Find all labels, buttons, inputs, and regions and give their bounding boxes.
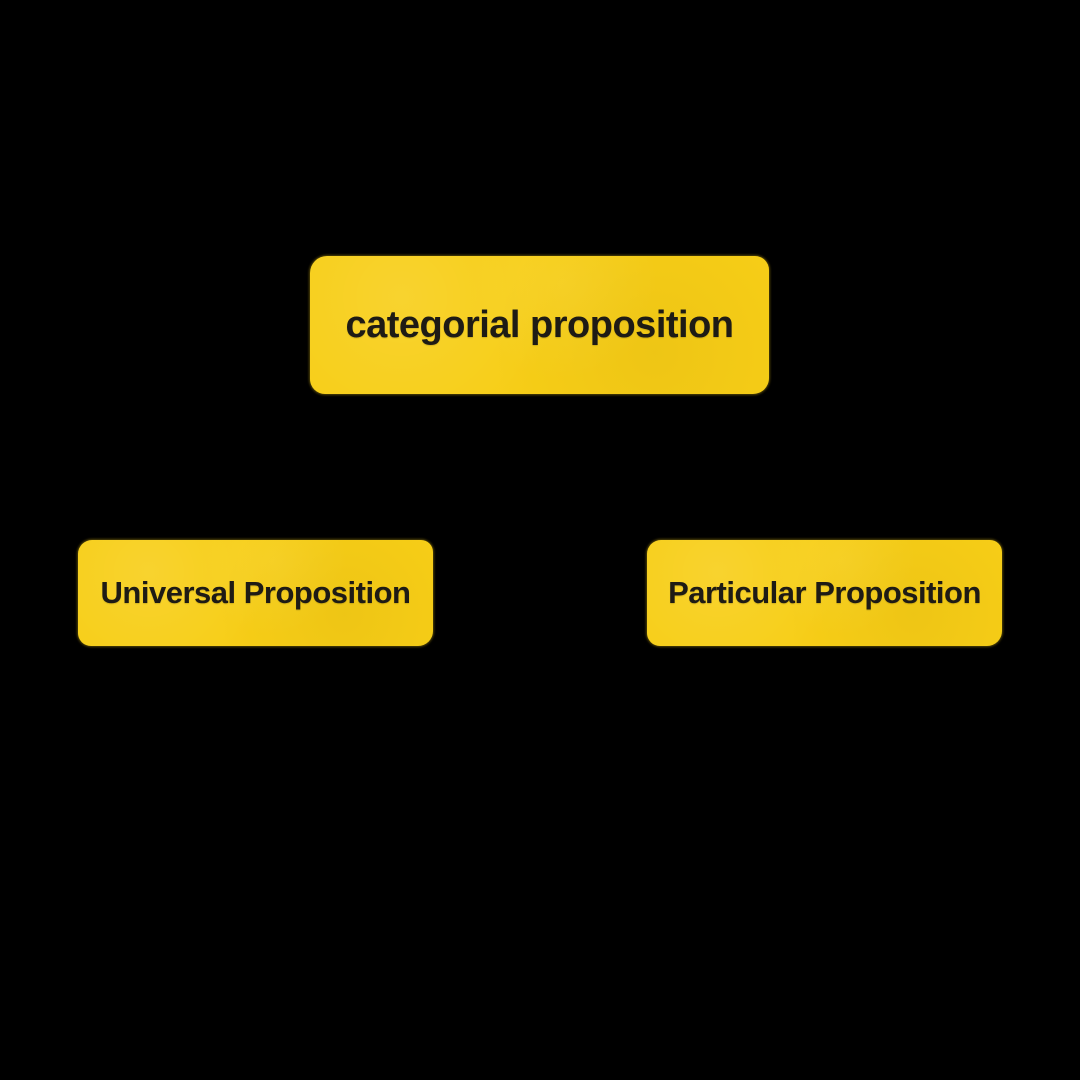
node-label: categorial proposition	[345, 303, 734, 346]
node-particular-proposition: Particular Proposition	[647, 540, 1002, 646]
node-universal-proposition: Universal Proposition	[78, 540, 433, 646]
node-label: Universal Proposition	[100, 575, 411, 610]
node-label: Particular Proposition	[668, 575, 981, 610]
node-categorial-proposition: categorial proposition	[310, 256, 769, 394]
